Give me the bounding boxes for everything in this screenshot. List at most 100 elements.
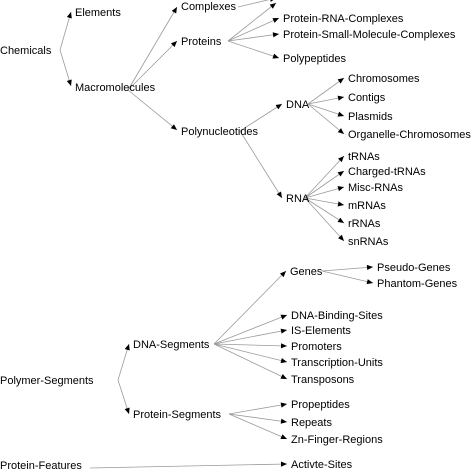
edge-genes-to-pseudo-genes [321, 264, 374, 272]
connector-line [89, 463, 288, 469]
node-chromosomes: Chromosomes [348, 73, 420, 85]
connector-line [227, 40, 280, 59]
arrowhead-icon [280, 418, 287, 424]
arrowhead-icon [280, 358, 287, 364]
arrowhead-icon [337, 78, 344, 84]
edge-rna-to-trnas [304, 155, 345, 199]
arrowhead-icon [337, 186, 344, 192]
node-rrnas: rRNAs [348, 218, 381, 230]
node-phantom-genes: Phantom-Genes [377, 278, 458, 290]
edge-proteins-to-complex-top [227, 2, 277, 42]
edge-dna-to-plasmids [307, 103, 345, 117]
arrowhead-icon [337, 171, 344, 177]
edge-macromolecules-to-complexes [127, 6, 178, 91]
connector-line [59, 11, 72, 51]
node-plasmids: Plasmids [348, 111, 393, 123]
edge-protein-segments-to-propeptides [228, 402, 288, 415]
connector-line [304, 197, 345, 206]
edge-chemicals-to-macromolecules [59, 49, 72, 87]
arrowhead-icon [280, 314, 287, 320]
node-transcription-units: Transcription-Units [291, 357, 383, 369]
node-protein-features: Protein-Features [0, 460, 82, 472]
arrowhead-icon [337, 111, 344, 117]
arrowhead-icon [171, 7, 177, 14]
edge-dna-to-chromosomes [307, 77, 345, 105]
edge-dna-segments-to-promoters [213, 343, 288, 349]
connector-line [239, 103, 283, 132]
edge-protein-segments-to-repeats [228, 413, 288, 424]
edge-polynucleotides-to-dna [239, 103, 283, 132]
edges-layer [59, 0, 374, 469]
connector-line [59, 49, 72, 87]
arrowhead-icon [280, 374, 287, 379]
arrowhead-icon [337, 95, 344, 101]
connector-line [127, 89, 178, 131]
edge-dna-segments-to-is-elements [213, 328, 288, 345]
arrowhead-icon [272, 53, 279, 59]
connector-line [127, 6, 178, 91]
edge-dna-to-organelle-chromosomes [307, 103, 345, 135]
edge-rna-to-misc-rnas [304, 186, 345, 199]
arrowhead-icon [280, 328, 287, 334]
edge-dna-segments-to-genes [213, 270, 287, 345]
node-proteins: Proteins [181, 36, 222, 48]
node-charged-trnas: Charged-tRNAs [348, 166, 426, 178]
connector-line [239, 130, 283, 199]
edge-macromolecules-to-proteins [127, 40, 178, 91]
arrowhead-icon [280, 461, 287, 467]
arrowhead-icon [366, 264, 373, 271]
node-macromolecules: Macromolecules [75, 82, 156, 94]
node-repeats: Repeats [291, 417, 332, 429]
edge-proteins-to-protein-rna-complexes [227, 17, 280, 42]
connector-line [228, 413, 288, 423]
node-protein-rna-complexes: Protein-RNA-Complexes [283, 13, 404, 25]
arrowhead-icon [272, 18, 279, 23]
arrowhead-icon [124, 344, 130, 351]
edge-rna-to-snrnas [304, 197, 345, 242]
node-snrnas: snRNAs [348, 236, 389, 248]
edge-protein-segments-to-zn-finger-regions [228, 413, 288, 440]
node-organelle-chromosomes: Organelle-Chromosomes [348, 129, 471, 141]
edge-rna-to-mrnas [304, 197, 345, 207]
connector-line [227, 33, 280, 42]
node-promoters: Promoters [291, 341, 342, 353]
node-dna-binding-sites: DNA-Binding-Sites [291, 310, 383, 322]
edge-protein-features-to-activte-sites [89, 461, 288, 469]
edge-polymer-segments-to-protein-segments [117, 379, 130, 415]
node-activte-sites: Activte-Sites [291, 459, 353, 471]
arrowhead-icon [275, 104, 282, 110]
arrowhead-icon [66, 79, 72, 86]
arrowhead-icon [272, 32, 279, 38]
node-transposons: Transposons [291, 374, 355, 386]
edge-genes-to-phantom-genes [321, 270, 374, 285]
connector-line [304, 197, 345, 224]
node-trnas: tRNAs [348, 151, 380, 163]
arrowhead-icon [280, 343, 287, 349]
connector-line [227, 17, 280, 42]
edge-chemicals-to-elements [59, 11, 72, 51]
connector-line [213, 343, 288, 347]
arrowhead-icon [66, 12, 72, 19]
arrowhead-icon [280, 434, 287, 440]
edge-dna-segments-to-transcription-units [213, 343, 288, 364]
node-dna: DNA [286, 99, 310, 111]
connector-line [307, 96, 345, 105]
arrowhead-icon [366, 279, 373, 285]
connector-line [117, 343, 130, 381]
arrowhead-icon [337, 217, 344, 223]
node-protein-segments: Protein-Segments [133, 409, 222, 421]
arrowhead-icon [170, 124, 177, 130]
node-polymer-segments: Polymer-Segments [0, 375, 94, 387]
connector-line [307, 77, 345, 105]
node-complexes: Complexes [181, 1, 237, 13]
edge-complexes-to-complex-top2 [237, 0, 274, 8]
edge-rna-to-rrnas [304, 197, 345, 224]
connector-line [213, 329, 288, 345]
node-polypeptides: Polypeptides [283, 53, 346, 65]
node-propeptides: Propeptides [291, 399, 350, 411]
connector-line [227, 2, 277, 42]
connector-line [321, 266, 374, 272]
arrowhead-icon [269, 3, 276, 9]
arrowhead-icon [337, 128, 344, 134]
